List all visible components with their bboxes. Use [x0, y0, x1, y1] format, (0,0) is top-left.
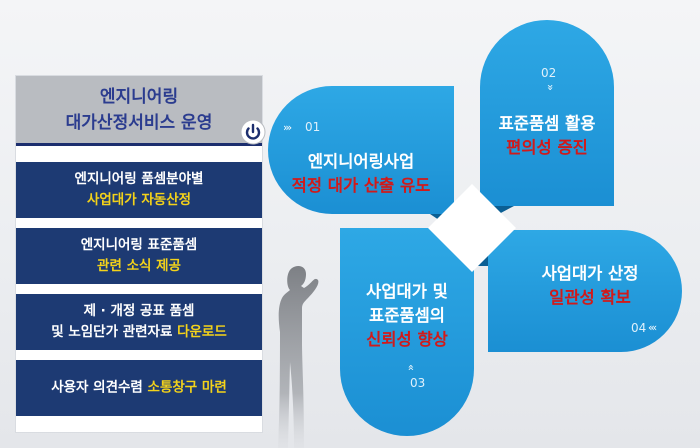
petal-04-text: 사업대가 산정 일관성 확보	[515, 262, 665, 310]
petal-line-red: 적정 대가 산출 유도	[291, 176, 431, 195]
menu-item-highlight: 관련 소식 제공	[97, 258, 181, 274]
panel-title-line2: 대가산정서비스 운영	[65, 113, 213, 133]
chevron-left-icon: ‹‹‹	[648, 321, 657, 334]
petal-line: 사업대가 산정	[541, 264, 639, 283]
center-diamond	[428, 184, 516, 272]
menu-item-label: 엔지니어링 표준품셈	[80, 237, 198, 253]
menu-item-highlight: 다운로드	[177, 324, 227, 340]
petal-01	[268, 86, 454, 214]
petal-number: 02	[541, 66, 557, 80]
petal-line: 표준품셈의	[369, 306, 445, 325]
petal-03	[340, 228, 474, 436]
panel-title: 엔지니어링 대가산정서비스 운영	[16, 76, 262, 146]
menu-item-auto-calculation[interactable]: 엔지니어링 품셈분야별 사업대가 자동산정	[16, 162, 262, 218]
menu-item-label-prefix: 및 노임단가 관련자료	[51, 324, 178, 340]
petal-line: 엔지니어링사업	[307, 152, 415, 171]
petal-line-red: 일관성 확보	[549, 288, 631, 307]
menu-item-download[interactable]: 제 · 개정 공표 품셈 및 노임단가 관련자료 다운로드	[16, 294, 262, 350]
petal-number: 04	[631, 321, 647, 335]
menu-item-highlight: 사업대가 자동산정	[86, 192, 192, 208]
petal-02-text: 표준품셈 활용 편의성 증진	[480, 112, 614, 160]
petal-line-red: 신뢰성 향상	[366, 330, 448, 349]
panel-title-line1: 엔지니어링	[99, 87, 179, 107]
petal-01-text: 엔지니어링사업 적정 대가 산출 유도	[268, 150, 454, 198]
chevron-up-icon: »	[403, 366, 417, 371]
petal-line: 표준품셈 활용	[498, 114, 596, 133]
thinking-person-silhouette	[278, 266, 319, 448]
petal-line: 사업대가 및	[366, 282, 448, 301]
petal-line-red: 편의성 증진	[506, 138, 588, 157]
menu-item-feedback[interactable]: 사용자 의견수렴 소통창구 마련	[16, 360, 262, 416]
menu-item-label-prefix: 사용자 의견수렴	[51, 379, 148, 396]
menu-item-label: 엔지니어링 품셈분야별	[74, 171, 204, 187]
service-panel: 엔지니어링 대가산정서비스 운영 엔지니어링 품셈분야별 사업대가 자동산정 엔…	[16, 76, 266, 432]
chevron-right-icon: ›››	[283, 121, 292, 134]
menu-item-label: 제 · 개정 공표 품셈	[83, 303, 195, 319]
petal-02	[480, 20, 614, 206]
power-icon	[240, 119, 266, 145]
petal-03-text: 사업대가 및 표준품셈의 신뢰성 향상	[340, 280, 474, 352]
petal-number: 03	[410, 376, 426, 390]
chevron-down-icon: »	[543, 84, 557, 89]
menu-item-news[interactable]: 엔지니어링 표준품셈 관련 소식 제공	[16, 228, 262, 284]
petal-number: 01	[305, 120, 321, 134]
petal-04	[488, 230, 682, 352]
menu-item-highlight: 소통창구 마련	[147, 379, 227, 396]
